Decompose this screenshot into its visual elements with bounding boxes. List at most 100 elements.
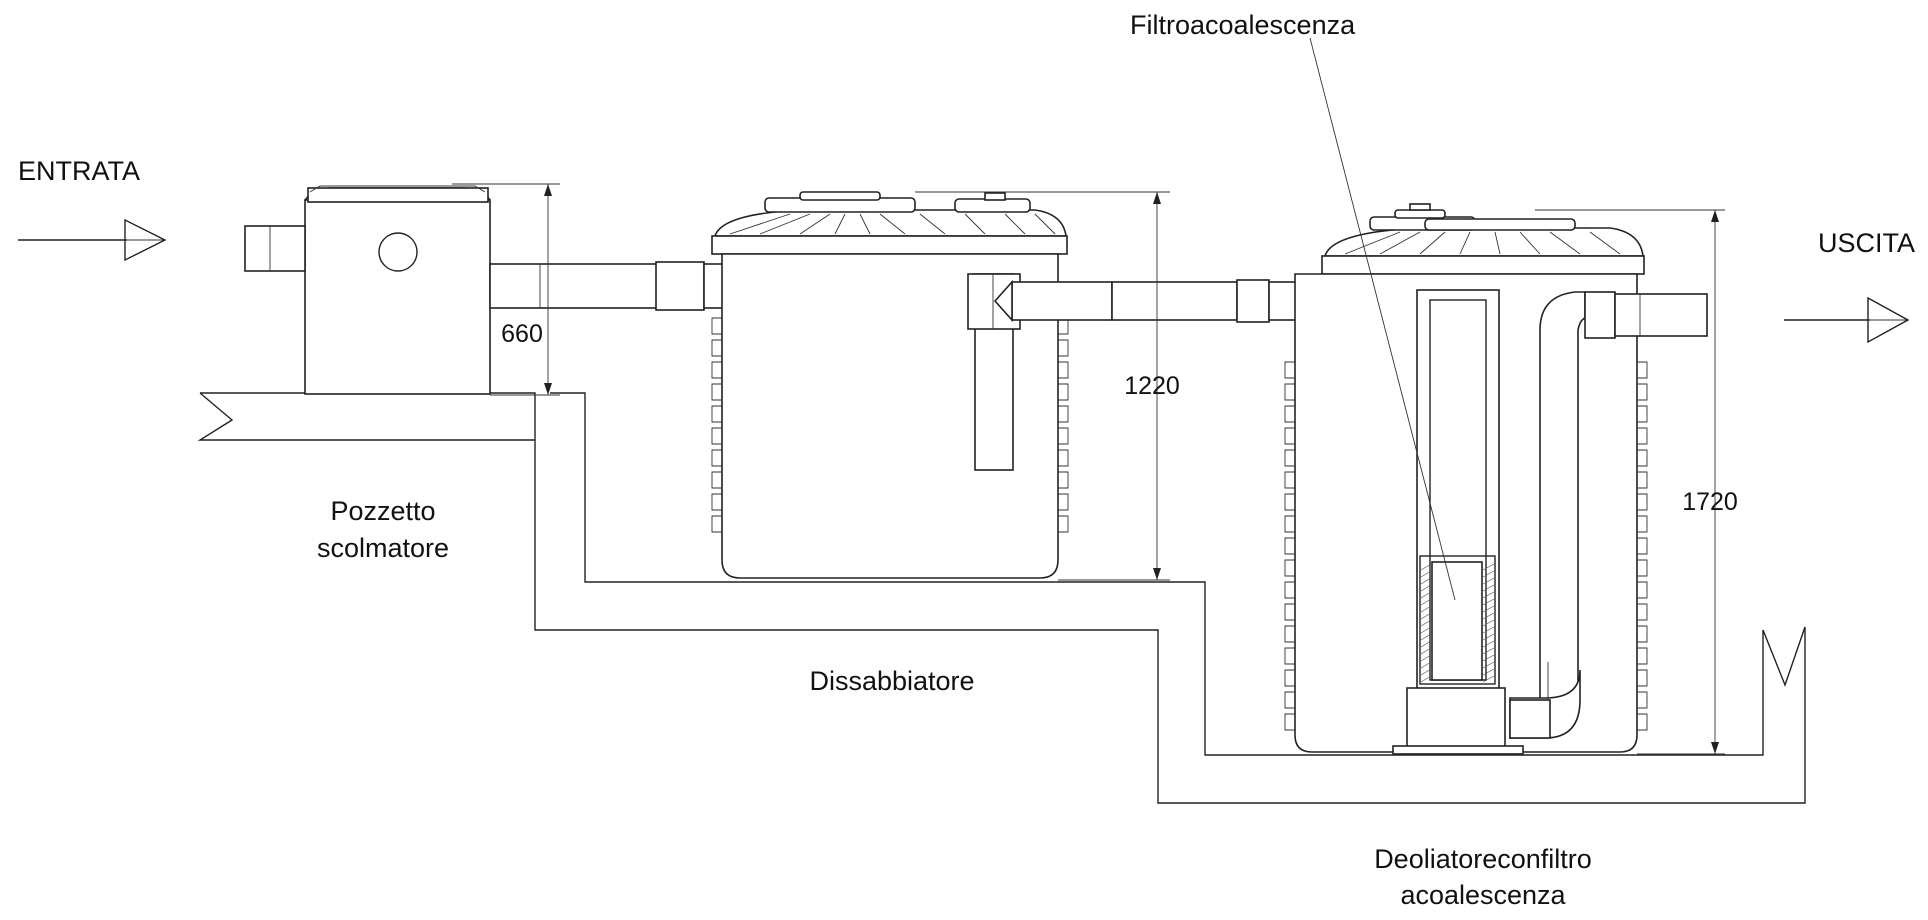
corrugation-rib [1637,383,1648,401]
corrugation-rib [1284,603,1295,621]
oil-separator-label-2: acoalescenza [1400,880,1566,910]
dimension-1220: 1220 [1124,372,1180,400]
sand-trap-tank [711,191,1069,579]
hatch-line [1420,570,1432,578]
corrugation-rib [1637,515,1648,533]
corrugation-rib [711,405,722,423]
inlet-arrow [18,218,167,262]
corrugation-rib [1637,647,1648,665]
corrugation-rib [1284,471,1295,489]
corrugation-rib [1058,405,1069,423]
corrugation-rib [1058,383,1069,401]
coalescence-filter [1419,555,1496,685]
corrugation-rib [711,361,722,379]
corrugation-rib [1637,691,1648,709]
hatch-line [1420,584,1432,592]
corrugation-rib [711,383,722,401]
corrugation-rib [1284,405,1295,423]
hatch-line [1482,675,1495,683]
outlet-label: USCITA [1818,228,1915,258]
corrugation-rib [1637,625,1648,643]
corrugation-rib [711,317,722,335]
corrugation-rib [1284,669,1295,687]
hatch-line [1482,661,1495,669]
overflow-well [244,185,491,395]
inlet-label: ENTRATA [18,156,140,186]
hatch-line [1482,570,1495,578]
corrugation-rib [1637,427,1648,445]
hatch-line [1482,640,1495,648]
excavation-profile [197,392,1806,804]
hatch-line [1420,563,1432,571]
hatch-line [1482,619,1495,627]
corrugation-rib [1284,647,1295,665]
corrugation-rib [711,449,722,467]
corrugation-rib [1284,427,1295,445]
corrugation-rib [1058,339,1069,357]
corrugation-rib [711,493,722,511]
corrugation-rib [1637,405,1648,423]
hatch-line [1420,647,1432,655]
hatch-line [1420,661,1432,669]
corrugation-rib [711,427,722,445]
corrugation-rib [1058,361,1069,379]
filter-leader-line [1309,37,1456,601]
hatch-line [1420,640,1432,648]
hatch-line [1482,654,1495,662]
corrugation-rib [1284,515,1295,533]
corrugation-rib [1284,449,1295,467]
dimension-line-1720 [1535,209,1725,755]
corrugation-rib [1058,471,1069,489]
corrugation-rib [1284,559,1295,577]
hatch-line [1420,668,1432,676]
corrugation-rib [711,471,722,489]
tank2-corrugations [711,317,1069,533]
outlet-arrow [1784,296,1910,344]
corrugation-rib [1284,713,1295,731]
corrugation-rib [1284,493,1295,511]
outlet-riser-pipe [1539,291,1586,701]
hatch-line [1420,598,1432,606]
corrugation-rib [1284,581,1295,599]
corrugation-rib [1058,427,1069,445]
hatch-line [1482,563,1495,571]
hatch-line [1482,605,1495,613]
hatch-line [1420,612,1432,620]
corrugation-rib [1637,713,1648,731]
hatch-line [1482,626,1495,634]
corrugation-rib [1637,537,1648,555]
hatch-line [1420,619,1432,627]
corrugation-rib [1058,515,1069,533]
hatch-line [1482,584,1495,592]
corrugation-rib [1284,361,1295,379]
corrugation-rib [1637,471,1648,489]
filter-label: Filtroacoalescenza [1130,10,1356,40]
corrugation-rib [711,339,722,357]
hatch-line [1482,591,1495,599]
hatch-line [1482,612,1495,620]
dimension-line-1220 [915,191,1170,581]
oil-separator-label-1: Deoliatoreconfiltro [1374,844,1592,874]
dimension-660: 660 [501,320,543,348]
overflow-well-label-2: scolmatore [317,533,449,563]
corrugation-rib [1637,493,1648,511]
hatch-line [1420,675,1432,683]
hatch-line [1420,654,1432,662]
overflow-well-label-1: Pozzetto [330,496,435,526]
hatch-line [1420,633,1432,641]
corrugation-rib [1637,559,1648,577]
hatch-line [1482,668,1495,676]
sand-trap-label: Dissabbiatore [809,666,974,696]
hatch-line [1420,591,1432,599]
hatch-line [1482,598,1495,606]
hatch-line [1482,633,1495,641]
corrugation-rib [1637,449,1648,467]
tank3-corrugations [1284,361,1648,731]
hatch-line [1420,577,1432,585]
corrugation-rib [1284,625,1295,643]
corrugation-rib [1637,669,1648,687]
corrugation-rib [711,515,722,533]
dimension-line-660 [452,183,560,396]
